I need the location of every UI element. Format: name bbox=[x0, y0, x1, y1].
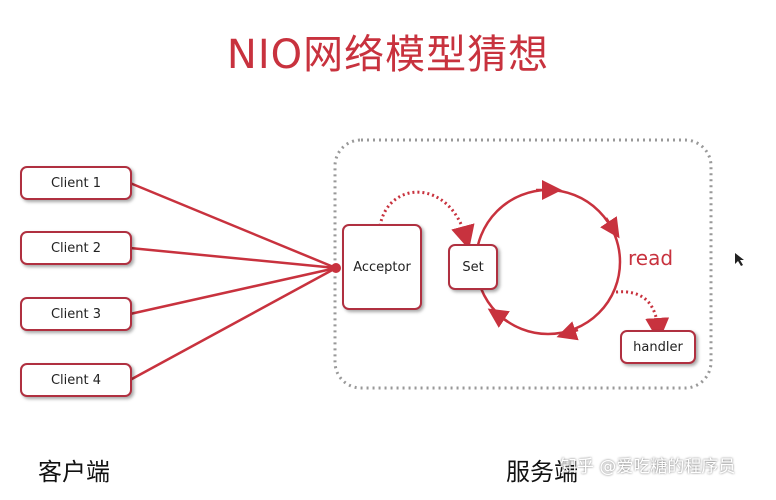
handler-box: handler bbox=[620, 330, 696, 364]
client-2-connection bbox=[129, 246, 337, 270]
client-4-box: Client 4 bbox=[20, 363, 132, 397]
client-2-box: Client 2 bbox=[20, 231, 132, 265]
client-3-connection bbox=[129, 266, 337, 316]
server-side-label: 服务端 bbox=[506, 458, 578, 486]
acceptor-box: Acceptor bbox=[342, 224, 422, 310]
convergence-point bbox=[331, 263, 341, 273]
client-3-box: Client 3 bbox=[20, 297, 132, 331]
client-side-label: 客户端 bbox=[38, 458, 110, 486]
client-1-box: Client 1 bbox=[20, 166, 132, 200]
loop-arrow-right bbox=[600, 216, 620, 239]
read-to-handler-arrow bbox=[615, 290, 670, 342]
arrow-cursor-icon bbox=[735, 253, 744, 266]
read-label: read bbox=[628, 246, 674, 270]
diagram-title: NIO网络模型猜想 bbox=[226, 32, 550, 78]
client-4-connection bbox=[129, 266, 337, 382]
loop-arrow-bottom-right bbox=[556, 321, 579, 341]
set-box: Set bbox=[448, 244, 498, 290]
acceptor-to-set-arrow bbox=[378, 190, 475, 250]
client-1-connection bbox=[129, 181, 337, 270]
loop-arrow-bottom-left bbox=[487, 308, 510, 328]
watermark: 知乎 @爱吃糖的程序员 bbox=[560, 457, 736, 477]
